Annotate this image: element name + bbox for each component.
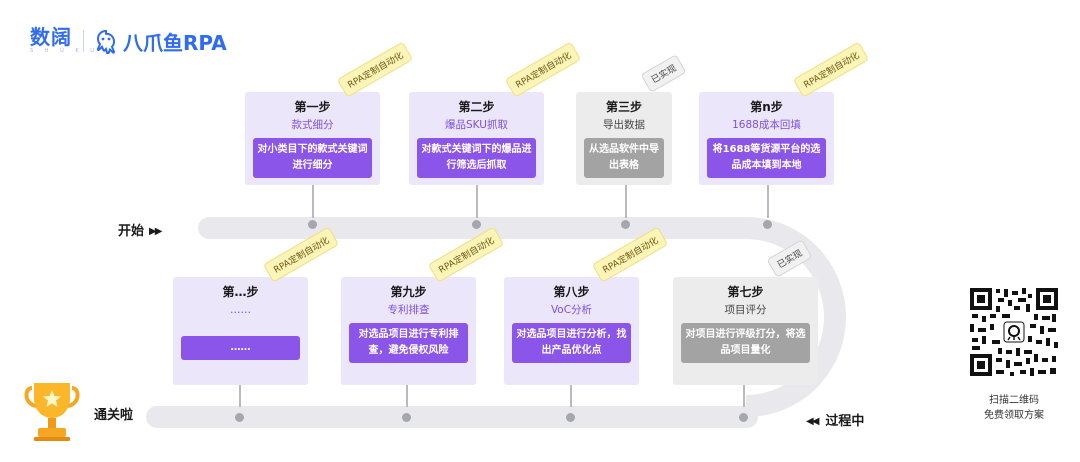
connector-step2 [476,185,478,218]
track-dot [308,220,317,229]
qr-code [968,286,1060,378]
step-title: 第一步 [294,100,331,114]
track-bottom [146,406,758,428]
step-card-7: 第七步 项目评分 对项目进行评级打分，将选品项目量化 [673,277,818,385]
step-description: 从选品软件中导出表格 [584,138,664,178]
logo-divider [83,30,84,52]
track-dot [621,220,630,229]
connector-step8 [570,385,572,407]
qr-caption: 扫描二维码 免费领取方案 [960,393,1068,423]
connector-step-ellipsis [239,385,241,407]
rewind-icon: ◀◀ [806,416,819,427]
step-title: 第…步 [222,285,259,299]
step-description: 对小类目下的款式关键词进行细分 [253,138,372,178]
step-subtitle: 专利排查 [387,304,430,316]
brand-name-shukuo: 数阔 [30,25,72,49]
connector-step9 [406,385,408,407]
step-subtitle: …… [230,304,251,316]
track-curve [746,217,846,417]
done-badge: 已实现 [640,54,687,93]
step-title: 第八步 [553,285,590,299]
start-text: 开始 [118,224,145,239]
track-dot [739,413,748,422]
connector-step1 [312,185,314,218]
step-title: 第九步 [390,285,427,299]
octopus-icon [96,29,116,54]
step-card-2: 第二步 爆品SKU抓取 对款式关键词下的爆品进行筛选后抓取 [409,92,544,185]
qr-caption-line2: 免费领取方案 [984,410,1044,421]
step-subtitle: 款式细分 [291,119,334,131]
track-dot [566,413,575,422]
brand-name-bazhuayu: 八爪鱼RPA [123,30,227,55]
qr-caption-line1: 扫描二维码 [989,395,1039,406]
brand-shukuo-subtext: S H U K U [30,48,99,54]
step-card-8: 第八步 VoC分析 对选品项目进行分析，找出产品优化点 [504,277,639,385]
step-card-n: 第n步 1688成本回填 将1688等货源平台的选品成本填到本地 [699,92,834,185]
step-card-3: 第三步 导出数据 从选品软件中导出表格 [576,92,672,185]
connector-step3 [625,185,627,218]
connector-step7 [743,385,745,407]
step-description: 对款式关键词下的爆品进行筛选后抓取 [417,138,536,178]
step-description: 对选品项目进行专利排查，避免侵权风险 [349,323,468,363]
track-dot [472,220,481,229]
step-title: 第七步 [727,285,764,299]
step-description: 将1688等货源平台的选品成本填到本地 [707,138,826,178]
step-title: 第n步 [750,100,783,114]
step-description: 对选品项目进行分析，找出产品优化点 [512,323,631,363]
process-label: ◀◀ 过程中 [806,410,864,429]
track-dot [402,413,411,422]
step-description: …… [181,336,300,360]
process-text: 过程中 [825,414,865,429]
step-card-1: 第一步 款式细分 对小类目下的款式关键词进行细分 [245,92,380,185]
track-dot [235,413,244,422]
connector-stepn [767,185,769,218]
end-label: 通关啦 [94,408,134,423]
step-subtitle: VoC分析 [550,304,593,316]
track-dot [763,220,772,229]
rpa-badge: RPA定制自动化 [336,41,414,98]
rpa-badge: RPA定制自动化 [792,41,870,98]
step-card-ellipsis: 第…步 …… …… [173,277,308,385]
step-subtitle: 1688成本回填 [732,119,801,131]
step-description: 对项目进行评级打分，将选品项目量化 [681,323,810,363]
trophy-icon [24,383,80,441]
step-subtitle: 项目评分 [724,304,767,316]
step-subtitle: 爆品SKU抓取 [445,119,508,131]
step-subtitle: 导出数据 [603,119,645,131]
play-forward-icon: ▶▶ [149,226,162,237]
rpa-badge: RPA定制自动化 [504,41,582,98]
start-label: 开始 ▶▶ [118,220,162,239]
step-card-9: 第九步 专利排查 对选品项目进行专利排查，避免侵权风险 [341,277,476,385]
brand-logo: 数阔 S H U K U 八爪鱼RPA [30,24,227,58]
step-title: 第三步 [605,100,642,114]
step-title: 第二步 [458,100,495,114]
